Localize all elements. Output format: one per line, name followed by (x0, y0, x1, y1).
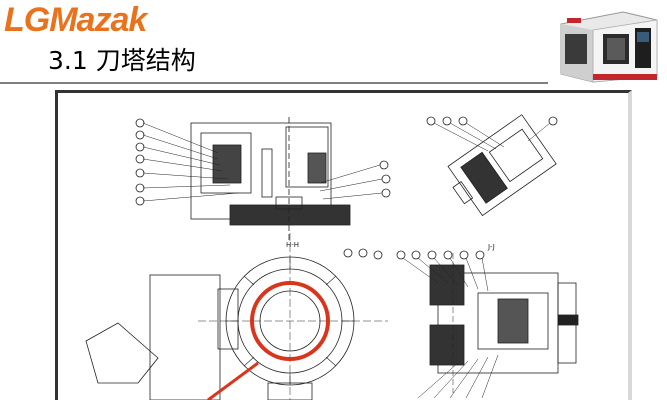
section-label-h: H-H (286, 241, 299, 249)
slide-title: 3.1 刀塔结构 (48, 46, 196, 75)
machine-image (553, 4, 665, 84)
highlight-ring (250, 281, 330, 361)
section-label-j: J-J (487, 243, 495, 251)
highlight-arrow (207, 361, 259, 400)
turret-drawing-svg: H-H J-J (85, 114, 579, 400)
title-divider (0, 82, 548, 84)
turret-drawing: H-H J-J (55, 90, 632, 400)
lgmazak-logo: LGMazak (4, 1, 147, 39)
